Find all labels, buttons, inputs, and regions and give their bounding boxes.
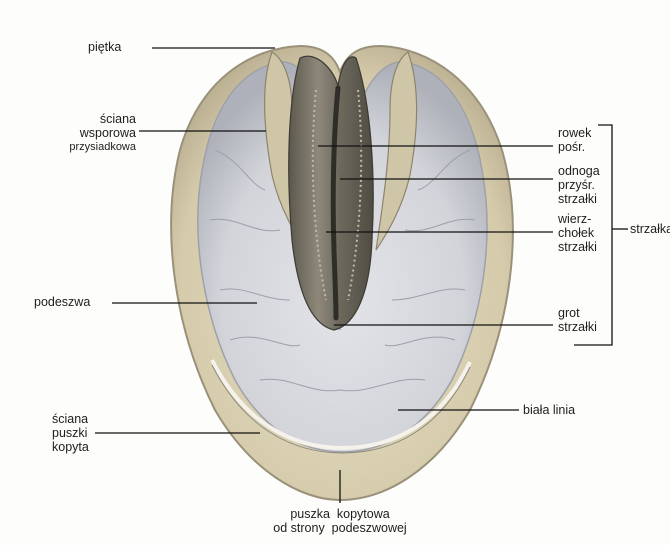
label-odnoga: odnoga przyśr. strzałki	[558, 164, 600, 206]
label-sciana-wsporowa: ściana wsporowa przysiadkowa	[54, 112, 136, 154]
label-wierzcholek: wierz- chołek strzałki	[558, 212, 597, 254]
label-strzalka: strzałka	[630, 222, 670, 236]
label-sciana-puszki: ściana puszki kopyta	[52, 412, 89, 454]
label-podeszwa: podeszwa	[34, 295, 90, 309]
label-puszka-kopytowa: puszka kopytowa od strony podeszwowej	[250, 507, 430, 535]
label-biala-linia: biała linia	[523, 403, 575, 417]
label-grot: grot strzałki	[558, 306, 597, 334]
label-rowek: rowek pośr.	[558, 126, 591, 154]
label-pietka: piętka	[88, 40, 121, 54]
